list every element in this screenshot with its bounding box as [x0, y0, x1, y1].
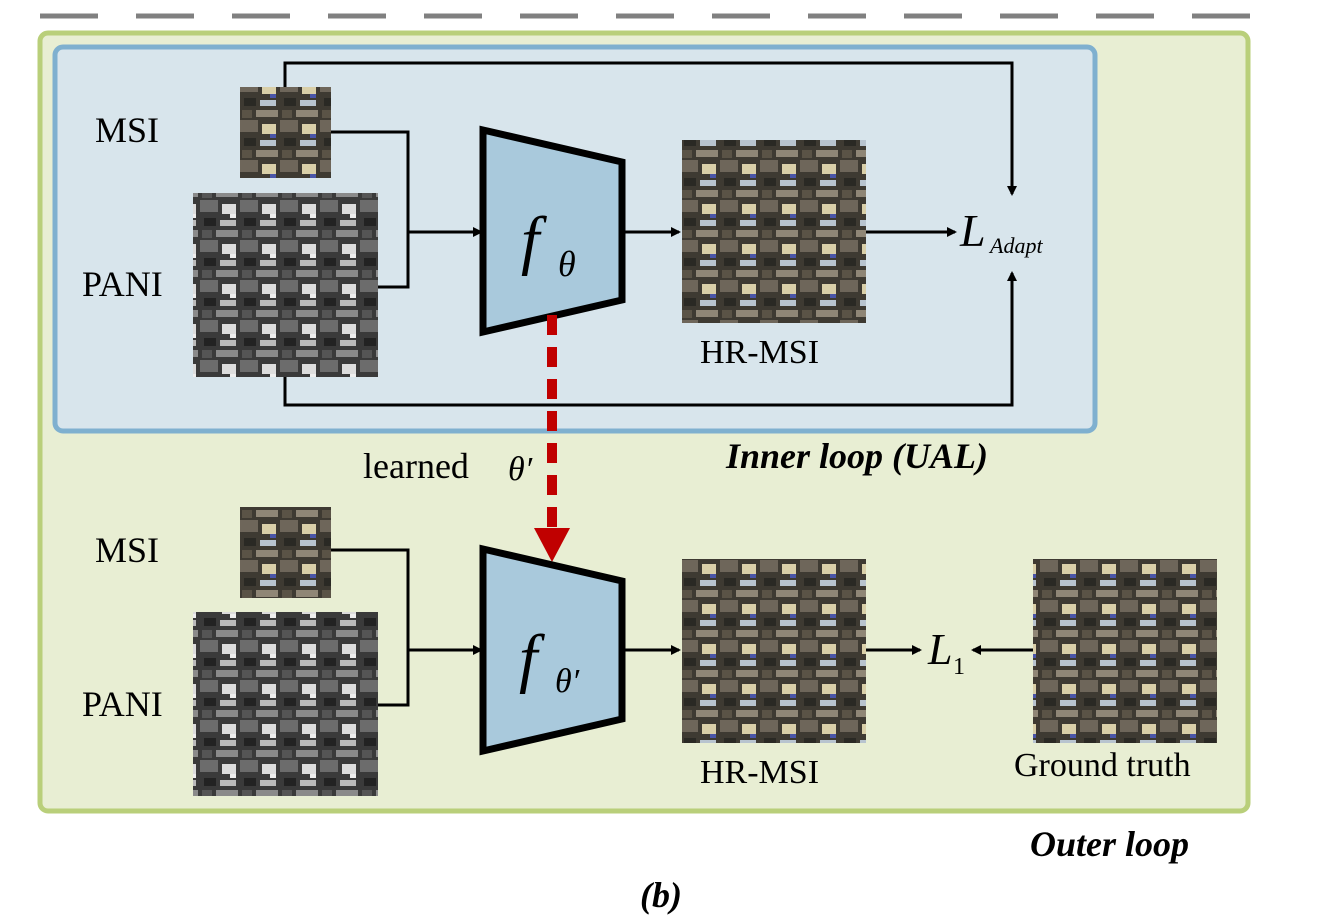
inner-loss-subscript: Adapt — [988, 233, 1043, 258]
inner-network-subscript: θ — [558, 244, 576, 284]
outer-loss-subscript: 1 — [953, 654, 965, 680]
inner-loss-symbol: L — [959, 205, 986, 256]
inner-pan-to-loss-path — [283, 271, 1017, 407]
inner-pan-label: PANI — [82, 264, 163, 304]
outer-network-block — [479, 544, 626, 756]
outer-hrmsi-label: HR-MSI — [700, 754, 819, 791]
inner-pan-image — [193, 193, 378, 377]
outer-loop-title: Outer loop — [1030, 824, 1189, 864]
outer-hrmsi-image — [682, 559, 866, 743]
inner-loop-title: Inner loop (UAL) — [725, 436, 988, 476]
outer-loss-symbol: L — [927, 625, 952, 674]
inner-msi-to-loss-path — [283, 61, 1017, 196]
inner-merge-connector — [331, 130, 410, 289]
transfer-text: learned — [363, 446, 469, 486]
outer-msi-image — [240, 507, 331, 598]
figure-caption: (b) — [640, 875, 682, 915]
ground-truth-label: Ground truth — [1014, 747, 1191, 784]
outer-pan-label: PANI — [82, 684, 163, 724]
outer-network-subscript: θ′ — [555, 663, 580, 700]
inner-msi-label: MSI — [95, 110, 159, 150]
inner-hrmsi-label: HR-MSI — [700, 334, 819, 371]
ground-truth-image — [1033, 559, 1217, 743]
parameter-transfer-arrowhead — [534, 528, 570, 562]
inner-msi-image — [240, 87, 331, 178]
transfer-symbol: θ′ — [508, 451, 533, 488]
inner-network-block — [479, 125, 626, 337]
inner-hrmsi-image — [682, 140, 866, 323]
outer-msi-label: MSI — [95, 530, 159, 570]
outer-pan-image — [193, 612, 378, 796]
outer-merge-connector — [331, 548, 410, 707]
